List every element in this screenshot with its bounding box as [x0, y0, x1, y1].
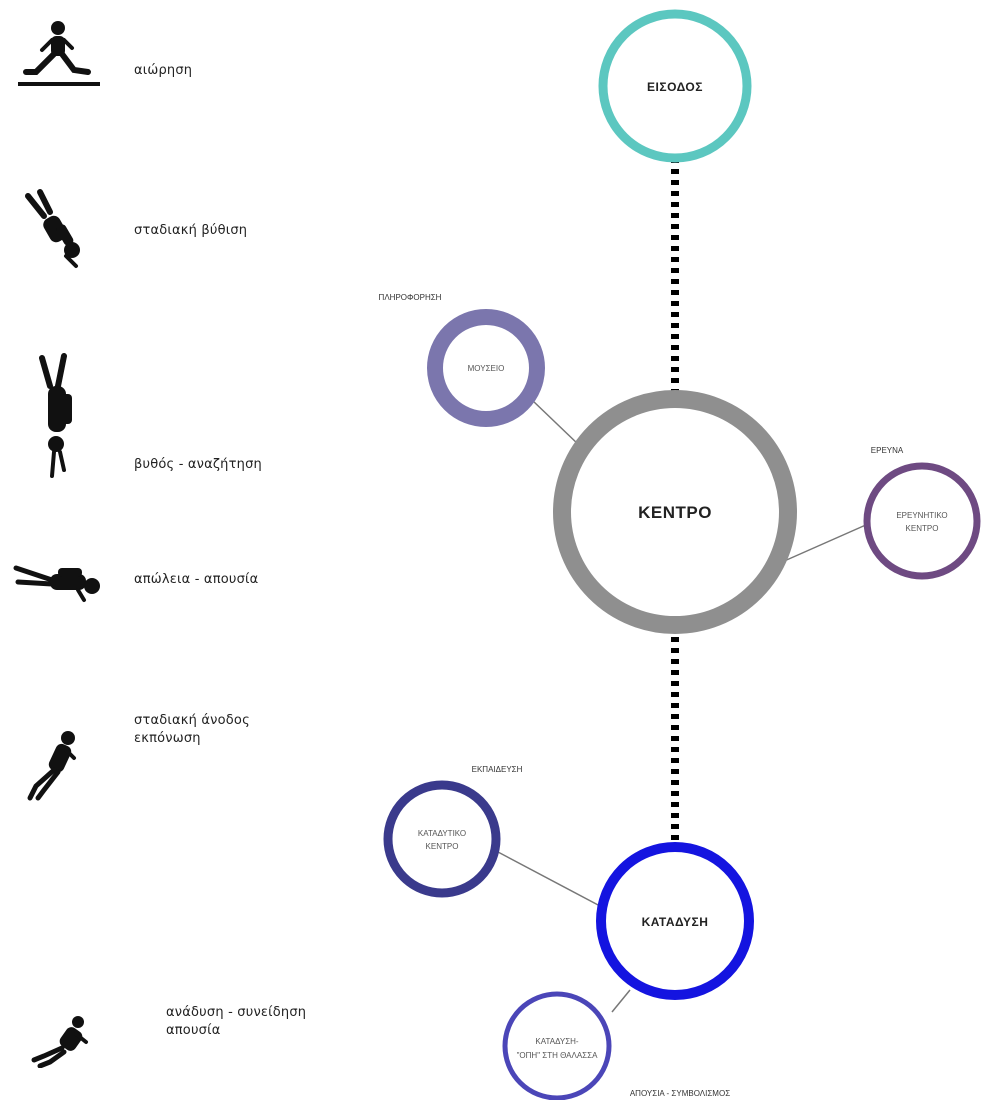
horizontal-swimming-diver-icon	[13, 565, 100, 602]
link-divecenter-dive	[497, 851, 601, 907]
node-center-label: ΚΕΝΤΡΟ	[638, 503, 712, 522]
node-museum	[427, 309, 545, 427]
legend-label-seabed: βυθός - αναζήτηση	[134, 457, 262, 472]
node-dive-center	[383, 780, 501, 898]
descending-diver-icon	[25, 189, 80, 268]
link-research-center	[781, 523, 869, 563]
node-research-label-line-1: ΕΡΕΥΝΗΤΙΚΟ	[896, 511, 947, 520]
surface-floating-diver-icon	[18, 21, 100, 86]
node-entrance	[598, 9, 752, 163]
link-dive-seadive	[611, 989, 631, 1013]
node-sea-dive-caption: ΑΠΟΥΣΙΑ - ΣΥΜΒΟΛΙΣΜΟΣ	[630, 1089, 730, 1098]
legend-label-descending: σταδιακή βύθιση	[134, 223, 248, 238]
link-museum-center	[531, 399, 581, 447]
node-sea-dive-label-line-2: "ΟΠΗ" ΣΤΗ ΘΑΛΑΣΣΑ	[517, 1051, 598, 1060]
surfacing-diver-icon	[31, 1016, 88, 1068]
node-dive-label: ΚΑΤΑΔΥΣΗ	[642, 915, 709, 929]
ascending-diver-icon	[27, 731, 76, 801]
legend-label-surfacing: ανάδυση - συνείδηση απουσία	[166, 1005, 307, 1038]
deep-diving-diver-icon	[39, 353, 72, 478]
node-research-label-line-2: ΚΕΝΤΡΟ	[906, 524, 939, 533]
node-research-caption: ΕΡΕΥΝΑ	[871, 446, 904, 455]
node-dive	[596, 842, 754, 1000]
node-research	[863, 462, 981, 580]
node-museum-caption: ΠΛΗΡΟΦΟΡΗΣΗ	[379, 293, 442, 302]
node-sea-dive	[502, 991, 612, 1100]
node-museum-label: ΜΟΥΣΕΙΟ	[468, 364, 505, 373]
node-dive-center-caption: ΕΚΠΑΙΔΕΥΣΗ	[472, 765, 523, 774]
legend-label-floating: αιώρηση	[134, 63, 193, 78]
node-entrance-label: ΕΙΣΟΔΟΣ	[647, 80, 703, 94]
node-center	[553, 390, 797, 634]
legend-label-loss: απώλεια - απουσία	[134, 572, 259, 587]
node-dive-center-label-line-1: ΚΑΤΑΔΥΤΙΚΟ	[418, 829, 466, 838]
node-sea-dive-label-line-1: ΚΑΤΑΔΥΣΗ-	[535, 1037, 579, 1046]
node-dive-center-label-line-2: ΚΕΝΤΡΟ	[426, 842, 459, 851]
legend-label-ascending: σταδιακή άνοδος εκπόνωση	[134, 713, 250, 746]
